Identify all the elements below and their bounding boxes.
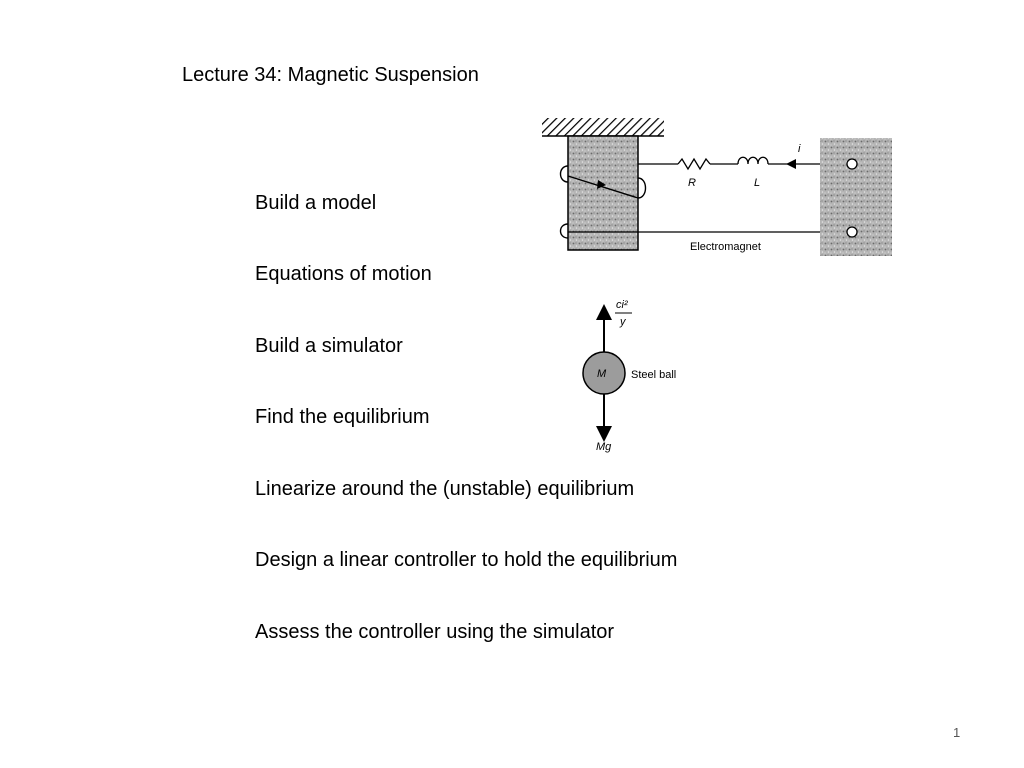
terminal-upper <box>846 158 858 170</box>
bullet-item: Linearize around the (unstable) equilibr… <box>255 478 635 500</box>
force-numerator: ci² <box>616 299 628 311</box>
current-label: i <box>798 143 801 155</box>
inductor-label: L <box>754 177 760 189</box>
bullet-item: Equations of motion <box>255 263 432 285</box>
coil-winding <box>559 165 569 183</box>
weight-label: Mg <box>596 441 612 453</box>
ceiling-hatch <box>542 118 664 136</box>
bullet-item: Design a linear controller to hold the e… <box>255 549 678 571</box>
force-denominator: y <box>619 316 627 328</box>
bullet-item: Assess the controller using the simulato… <box>255 621 615 643</box>
terminal-block <box>820 138 892 256</box>
bullet-item: Find the equilibrium <box>255 406 430 428</box>
current-arrow <box>786 159 796 169</box>
coil-winding <box>559 223 569 239</box>
steel-ball-label: Steel ball <box>631 369 676 381</box>
electromagnet-label: Electromagnet <box>690 241 761 253</box>
inductor-symbol <box>737 156 769 165</box>
resistor-symbol <box>677 157 711 171</box>
magnetic-suspension-diagram: R L i Electromagnet ci² y M Steel ball M… <box>530 110 930 465</box>
slide-title: Lecture 34: Magnetic Suspension <box>182 64 479 86</box>
bullet-item: Build a model <box>255 192 377 214</box>
terminal-lower <box>846 226 858 238</box>
coil-winding <box>637 177 647 199</box>
ball-mass-label: M <box>597 368 607 380</box>
winding-arrow <box>597 180 606 189</box>
resistor-label: R <box>688 177 696 189</box>
page-number: 1 <box>953 725 961 740</box>
coil-winding <box>567 175 639 199</box>
electromagnet-core <box>567 135 639 251</box>
bullet-item: Build a simulator <box>255 335 403 357</box>
